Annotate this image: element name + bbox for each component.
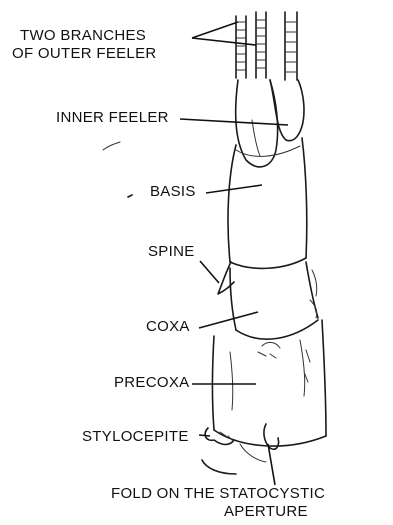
coxa-shape [230, 262, 318, 358]
label-precoxa: PRECOXA [114, 374, 189, 392]
leader-outer-feeler-left [192, 22, 238, 38]
stray-mark-1 [103, 142, 120, 150]
leader-basis [206, 185, 262, 193]
spine-shape [218, 262, 234, 294]
leader-stylocerite [199, 435, 210, 436]
outer-feeler-branches [236, 12, 297, 80]
stylocerite-shape [202, 428, 236, 474]
leader-spine [200, 261, 219, 283]
label-inner-feeler: INNER FEELER [56, 109, 169, 127]
label-stylocerite: STYLOCEPITE [82, 428, 189, 446]
leader-fold [268, 444, 275, 485]
label-fold-line1: FOLD ON THE STATOCYSTIC [111, 485, 325, 503]
label-spine: SPINE [148, 243, 195, 261]
label-outer-feeler-line1: TWO BRANCHES [20, 27, 146, 45]
leader-inner-feeler [180, 119, 288, 125]
basis-shape [228, 138, 307, 268]
stray-mark-2 [128, 195, 132, 197]
label-basis: BASIS [150, 183, 196, 201]
leader-coxa [199, 312, 258, 328]
label-fold-line2: APERTURE [224, 503, 308, 521]
label-coxa: COXA [146, 318, 190, 336]
label-outer-feeler-line2: OF OUTER FEELER [12, 45, 157, 63]
